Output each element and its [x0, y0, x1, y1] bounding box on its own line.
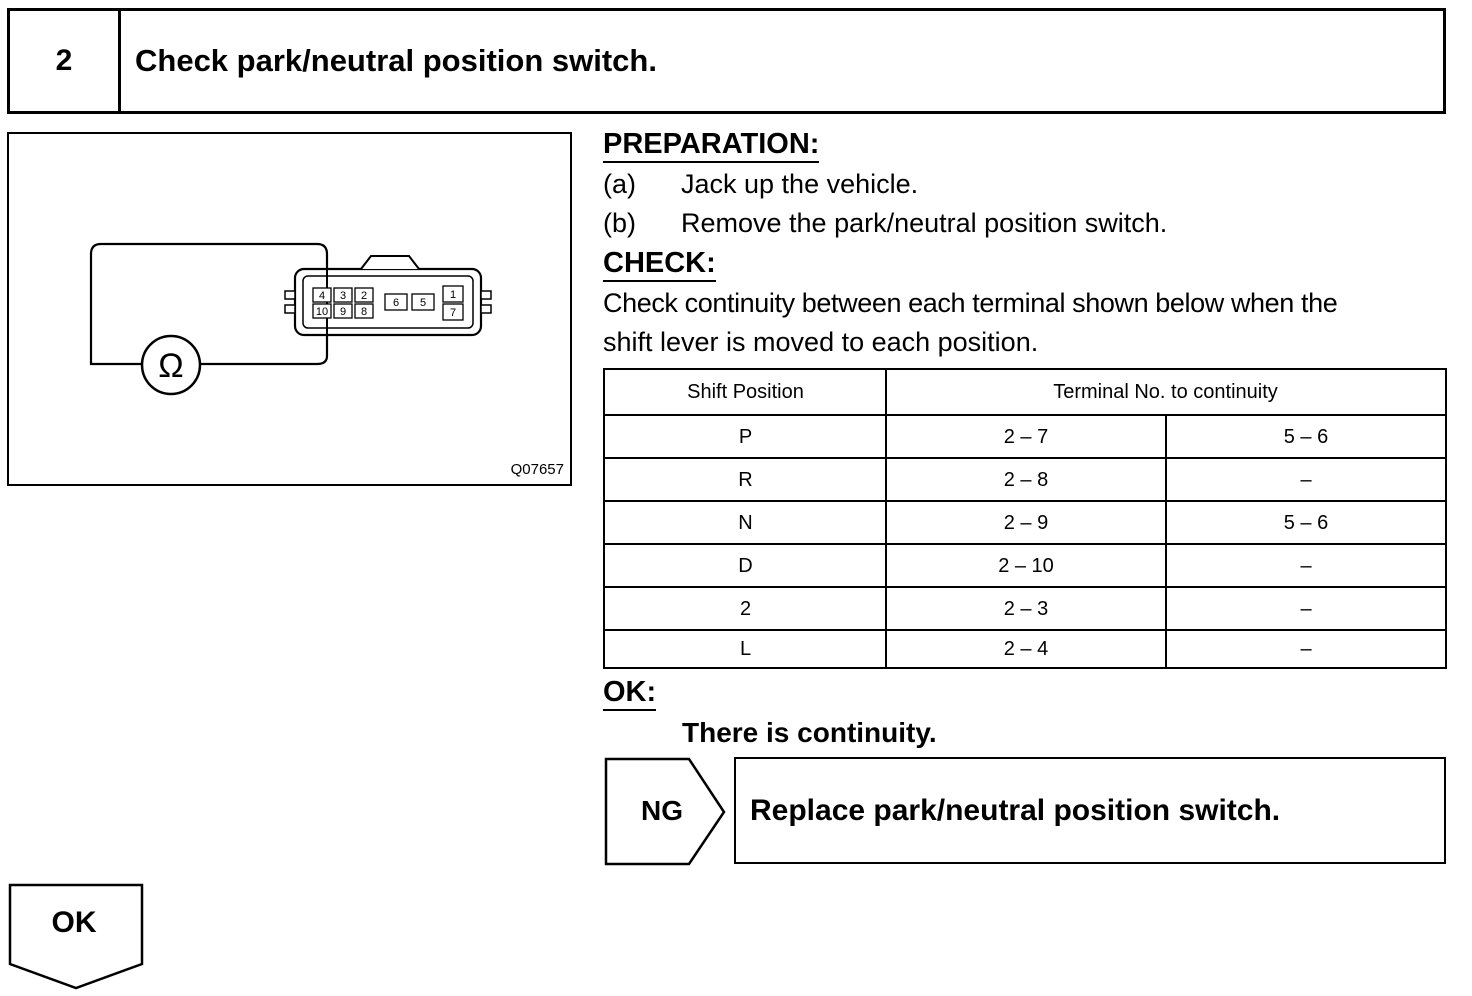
item-text: Jack up the vehicle. [681, 169, 919, 199]
cell-terminal-2: – [1300, 598, 1312, 620]
cell-terminal-2: 5 – 6 [1283, 512, 1329, 534]
cell-position: D [738, 555, 753, 577]
header-terminal-no: Terminal No. to continuity [1053, 380, 1278, 403]
cell-position: 2 [739, 598, 752, 620]
ng-label: NG [641, 795, 683, 826]
ok-arrow-label: OK [51, 906, 97, 939]
svg-text:Ω: Ω [158, 347, 183, 385]
cell-position: P [738, 426, 753, 448]
cell-terminal-2: – [1300, 469, 1312, 491]
item-text: Remove the park/neutral position switch. [681, 208, 1168, 238]
table-row: N 2 – 9 5 – 6 [605, 500, 1445, 545]
ng-arrow-shape [604, 757, 726, 866]
ok-criteria: There is continuity. [682, 717, 937, 748]
ok-heading: OK: [603, 676, 657, 711]
table-row: 2 2 – 3 – [605, 586, 1445, 631]
svg-text:10: 10 [316, 306, 328, 318]
cell-terminal-2: – [1300, 638, 1312, 660]
ng-action-box: Replace park/neutral position switch. [734, 757, 1446, 864]
table-row: D 2 – 10 – [605, 543, 1445, 588]
cell-position: N [738, 512, 753, 534]
cell-terminal-2: 5 – 6 [1283, 426, 1329, 448]
step-title: Check park/neutral position switch. [135, 43, 657, 78]
continuity-table: Shift Position Terminal No. to continuit… [603, 368, 1447, 669]
figure-code: Q07657 [510, 461, 564, 478]
connector-figure: Ω 4 3 2 6 5 1 1 [7, 132, 572, 486]
svg-text:8: 8 [361, 306, 367, 318]
ohmmeter-icon [140, 334, 202, 396]
cell-terminal-1: 2 – 9 [1003, 512, 1049, 534]
header-shift-position: Shift Position [687, 380, 804, 403]
ok-arrow-shape [8, 883, 144, 990]
preparation-item-a: (a) Jack up the vehicle. [603, 168, 918, 201]
table-row: L 2 – 4 – [605, 629, 1445, 668]
svg-text:3: 3 [340, 290, 346, 302]
svg-text:1: 1 [450, 289, 456, 301]
cell-terminal-1: 2 – 3 [1003, 598, 1049, 620]
svg-text:5: 5 [420, 297, 426, 309]
cell-terminal-1: 2 – 10 [998, 555, 1054, 577]
cell-terminal-1: 2 – 7 [1003, 426, 1049, 448]
check-instruction-line2: shift lever is moved to each position. [603, 327, 1039, 357]
svg-text:9: 9 [340, 306, 346, 318]
svg-text:7: 7 [450, 307, 456, 319]
item-label: (b) [603, 208, 636, 238]
svg-text:6: 6 [393, 297, 399, 309]
svg-text:4: 4 [319, 290, 325, 302]
table-row: R 2 – 8 – [605, 457, 1445, 502]
connector-diagram: Ω 4 3 2 6 5 1 1 [89, 242, 492, 396]
cell-terminal-1: 2 – 4 [1003, 638, 1049, 660]
cell-position: L [739, 638, 752, 660]
check-heading: CHECK: [603, 247, 716, 282]
step-number: 2 [10, 11, 121, 111]
cell-terminal-2: – [1300, 555, 1312, 577]
preparation-heading: PREPARATION: [603, 128, 820, 163]
table-header-row: Shift Position Terminal No. to continuit… [605, 370, 1445, 414]
table-row: P 2 – 7 5 – 6 [605, 414, 1445, 459]
check-instruction-line1: Check continuity between each terminal s… [603, 288, 1338, 318]
cell-terminal-1: 2 – 8 [1003, 469, 1049, 491]
cell-position: R [738, 469, 753, 491]
ng-action-text: Replace park/neutral position switch. [750, 793, 1281, 827]
step-header: 2 Check park/neutral position switch. [7, 8, 1446, 114]
preparation-item-b: (b) Remove the park/neutral position swit… [603, 207, 1167, 240]
svg-text:2: 2 [361, 290, 367, 302]
item-label: (a) [603, 169, 636, 199]
